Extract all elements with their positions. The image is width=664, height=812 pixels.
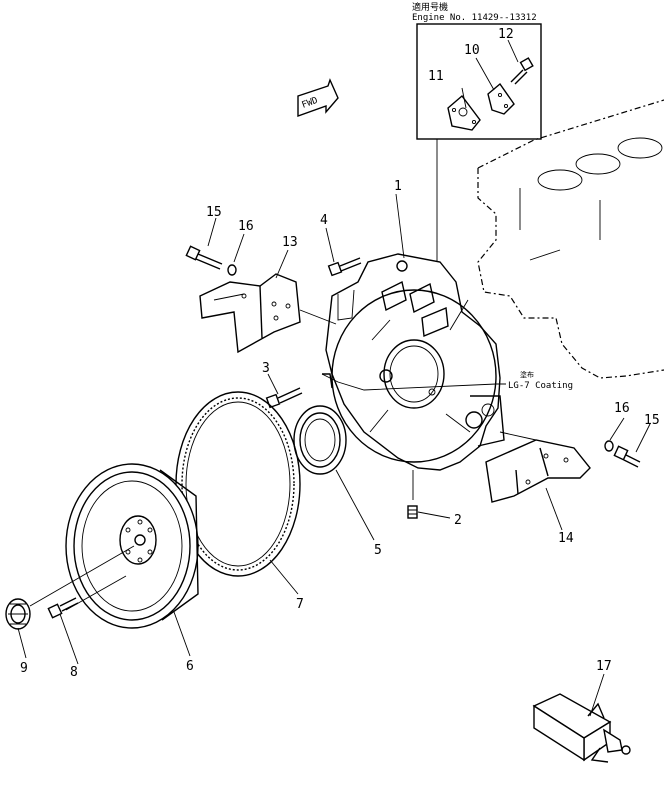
bolt-part-8 (47, 597, 79, 619)
cover-part-10 (487, 82, 515, 115)
callout-12: 12 (498, 27, 514, 42)
bolt-part-15-right (613, 445, 641, 468)
callout-5: 5 (374, 543, 382, 558)
callout-14: 14 (558, 531, 574, 546)
callout-16-left: 16 (238, 219, 254, 234)
oil-seal-part-5 (293, 405, 347, 475)
callout-7: 7 (296, 597, 304, 612)
flywheel-part-6 (29, 463, 199, 629)
bracket-part-14 (485, 431, 591, 503)
callout-17: 17 (596, 659, 612, 674)
callout-4: 4 (320, 213, 328, 228)
washer-part-16-left (227, 264, 237, 276)
leader-lines (17, 39, 651, 717)
callout-6: 6 (186, 659, 194, 674)
washer-part-16-right (604, 440, 614, 452)
callout-15-left: 15 (206, 205, 222, 220)
bolt-part-4 (327, 257, 362, 277)
callout-numbers: 1 2 3 4 5 6 7 8 9 10 11 12 13 14 15 15 1… (20, 27, 660, 680)
callout-15-right: 15 (644, 413, 660, 428)
callout-8: 8 (70, 665, 78, 680)
coating-label-cn: 塗布 (520, 370, 534, 379)
callout-16-right: 16 (614, 401, 630, 416)
callout-11: 11 (428, 69, 444, 84)
callout-1: 1 (394, 179, 402, 194)
pin-part-2 (407, 470, 418, 519)
flywheel-housing-part-1 (322, 253, 505, 471)
bracket-part-13 (199, 273, 337, 354)
callout-9: 9 (20, 661, 28, 676)
tool-part-17 (532, 693, 631, 763)
inset-engine-range-box: 適用号機 Engine No. 11429--13312 (412, 1, 542, 262)
fwd-arrow: FWD (297, 78, 339, 117)
callout-3: 3 (262, 361, 270, 376)
bolt-part-3 (265, 387, 303, 409)
engine-block-outline (477, 99, 664, 379)
inset-frame (416, 23, 542, 140)
gasket-part-11 (447, 94, 481, 131)
bearing-part-9 (5, 598, 31, 630)
coating-label: LG-7 Coating (508, 381, 573, 391)
inset-header-cn: 適用号機 (412, 1, 448, 13)
callout-10: 10 (464, 43, 480, 58)
coating-annotation: 塗布 LG-7 Coating (321, 370, 573, 391)
callout-13: 13 (282, 235, 298, 250)
bolt-part-12 (510, 57, 534, 85)
bolt-part-15-left (185, 245, 223, 270)
inset-engine-range: Engine No. 11429--13312 (412, 13, 537, 23)
callout-2: 2 (454, 513, 462, 528)
